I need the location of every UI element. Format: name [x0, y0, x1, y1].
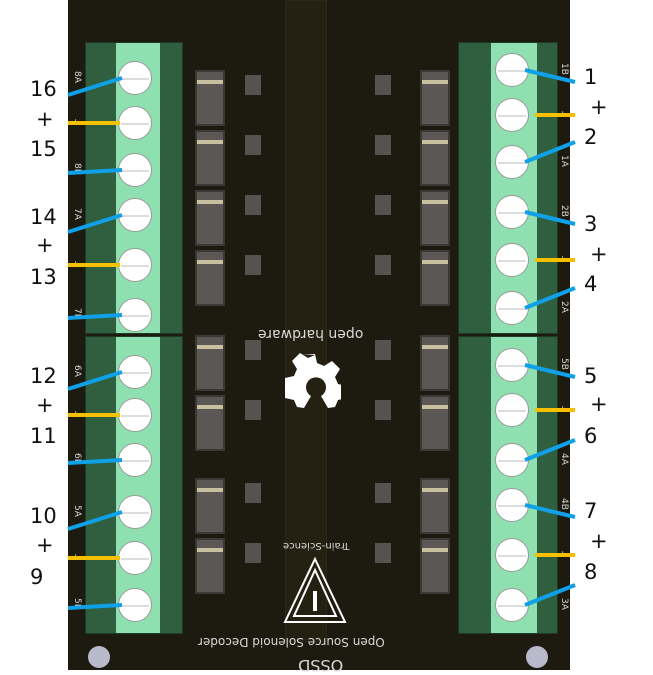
- output-wire-line: [524, 210, 576, 226]
- output-wire-line: [67, 213, 123, 234]
- diode: [195, 130, 225, 186]
- output-number-label: 8: [584, 560, 598, 584]
- screw-terminal: [118, 541, 152, 575]
- screw-terminal: [495, 538, 529, 572]
- transistor: [245, 255, 261, 275]
- output-number-label: 3: [584, 212, 598, 236]
- output-wire-line: [524, 68, 576, 84]
- screw-terminal: [495, 348, 529, 382]
- transistor: [375, 255, 391, 275]
- screw-terminal: [118, 443, 152, 477]
- output-number-label: 4: [584, 272, 598, 296]
- output-number-label: 14: [30, 205, 57, 229]
- output-number-label: 12: [30, 364, 57, 388]
- diode: [195, 538, 225, 594]
- output-number-label: 1: [584, 65, 598, 89]
- terminal-block-right-bottom: [458, 336, 558, 634]
- screw-terminal: [118, 198, 152, 232]
- power-label: +: [590, 95, 608, 119]
- warning-triangle-icon: [283, 556, 347, 623]
- output-number-label: 9: [30, 565, 44, 589]
- screw-terminal: [495, 98, 529, 132]
- output-wire-line: [524, 363, 576, 379]
- transistor: [375, 400, 391, 420]
- diode: [195, 250, 225, 306]
- open-hardware-gear-icon: [285, 353, 341, 408]
- output-number-label: 2: [584, 125, 598, 149]
- diode: [420, 130, 450, 186]
- output-wire-line: [67, 603, 123, 610]
- transistor: [245, 543, 261, 563]
- screw-terminal: [118, 398, 152, 432]
- output-wire-line: [67, 458, 123, 465]
- diode: [420, 250, 450, 306]
- screw-terminal: [495, 243, 529, 277]
- diode: [195, 70, 225, 126]
- transistor: [245, 135, 261, 155]
- diode: [195, 478, 225, 534]
- output-wire-line: [524, 503, 576, 519]
- output-number-label: 15: [30, 137, 57, 161]
- output-wire-line: [524, 286, 576, 310]
- output-number-label: 11: [30, 424, 57, 448]
- screw-terminal: [118, 298, 152, 332]
- output-number-label: 6: [584, 424, 598, 448]
- transistor: [375, 135, 391, 155]
- screw-terminal: [118, 588, 152, 622]
- mounting-hole: [526, 646, 548, 668]
- diode: [420, 395, 450, 451]
- screw-terminal: [495, 443, 529, 477]
- screw-terminal: [495, 195, 529, 229]
- transistor: [245, 75, 261, 95]
- output-wire-line: [524, 438, 576, 462]
- screw-terminal: [495, 588, 529, 622]
- transistor: [245, 195, 261, 215]
- power-label: +: [36, 393, 54, 417]
- screw-terminal: [118, 355, 152, 389]
- diode: [420, 70, 450, 126]
- pcb-trace: [285, 0, 327, 642]
- transistor: [375, 195, 391, 215]
- diode: [195, 335, 225, 391]
- power-label: +: [590, 242, 608, 266]
- diode: [195, 395, 225, 451]
- transistor: [375, 543, 391, 563]
- output-wire-line: [524, 583, 576, 607]
- transistor: [375, 340, 391, 360]
- terminal-block-left-top: [85, 42, 183, 334]
- screw-terminal: [495, 291, 529, 325]
- output-number-label: 16: [30, 77, 57, 101]
- diode: [420, 478, 450, 534]
- output-wire-line: [67, 76, 123, 97]
- output-number-label: 5: [584, 364, 598, 388]
- output-wire-line: [524, 140, 576, 164]
- power-label: +: [590, 529, 608, 553]
- transistor: [375, 483, 391, 503]
- transistor: [245, 400, 261, 420]
- screw-terminal: [118, 106, 152, 140]
- screw-terminal: [495, 488, 529, 522]
- mounting-hole: [88, 646, 110, 668]
- output-wire-line: [67, 168, 123, 175]
- power-label: +: [36, 533, 54, 557]
- transistor: [245, 340, 261, 360]
- output-wire-line: [67, 370, 123, 391]
- output-number-label: 10: [30, 504, 57, 528]
- power-label: +: [36, 233, 54, 257]
- transistor: [245, 483, 261, 503]
- output-number-label: 13: [30, 265, 57, 289]
- output-number-label: 7: [584, 499, 598, 523]
- output-wire-line: [67, 510, 123, 531]
- diode: [195, 190, 225, 246]
- power-label: +: [36, 107, 54, 131]
- power-label: +: [590, 392, 608, 416]
- diode: [420, 335, 450, 391]
- diode: [420, 190, 450, 246]
- output-wire-line: [67, 313, 123, 320]
- terminal-block-right-top: [458, 42, 558, 334]
- transistor: [375, 75, 391, 95]
- screw-terminal: [495, 393, 529, 427]
- diode: [420, 538, 450, 594]
